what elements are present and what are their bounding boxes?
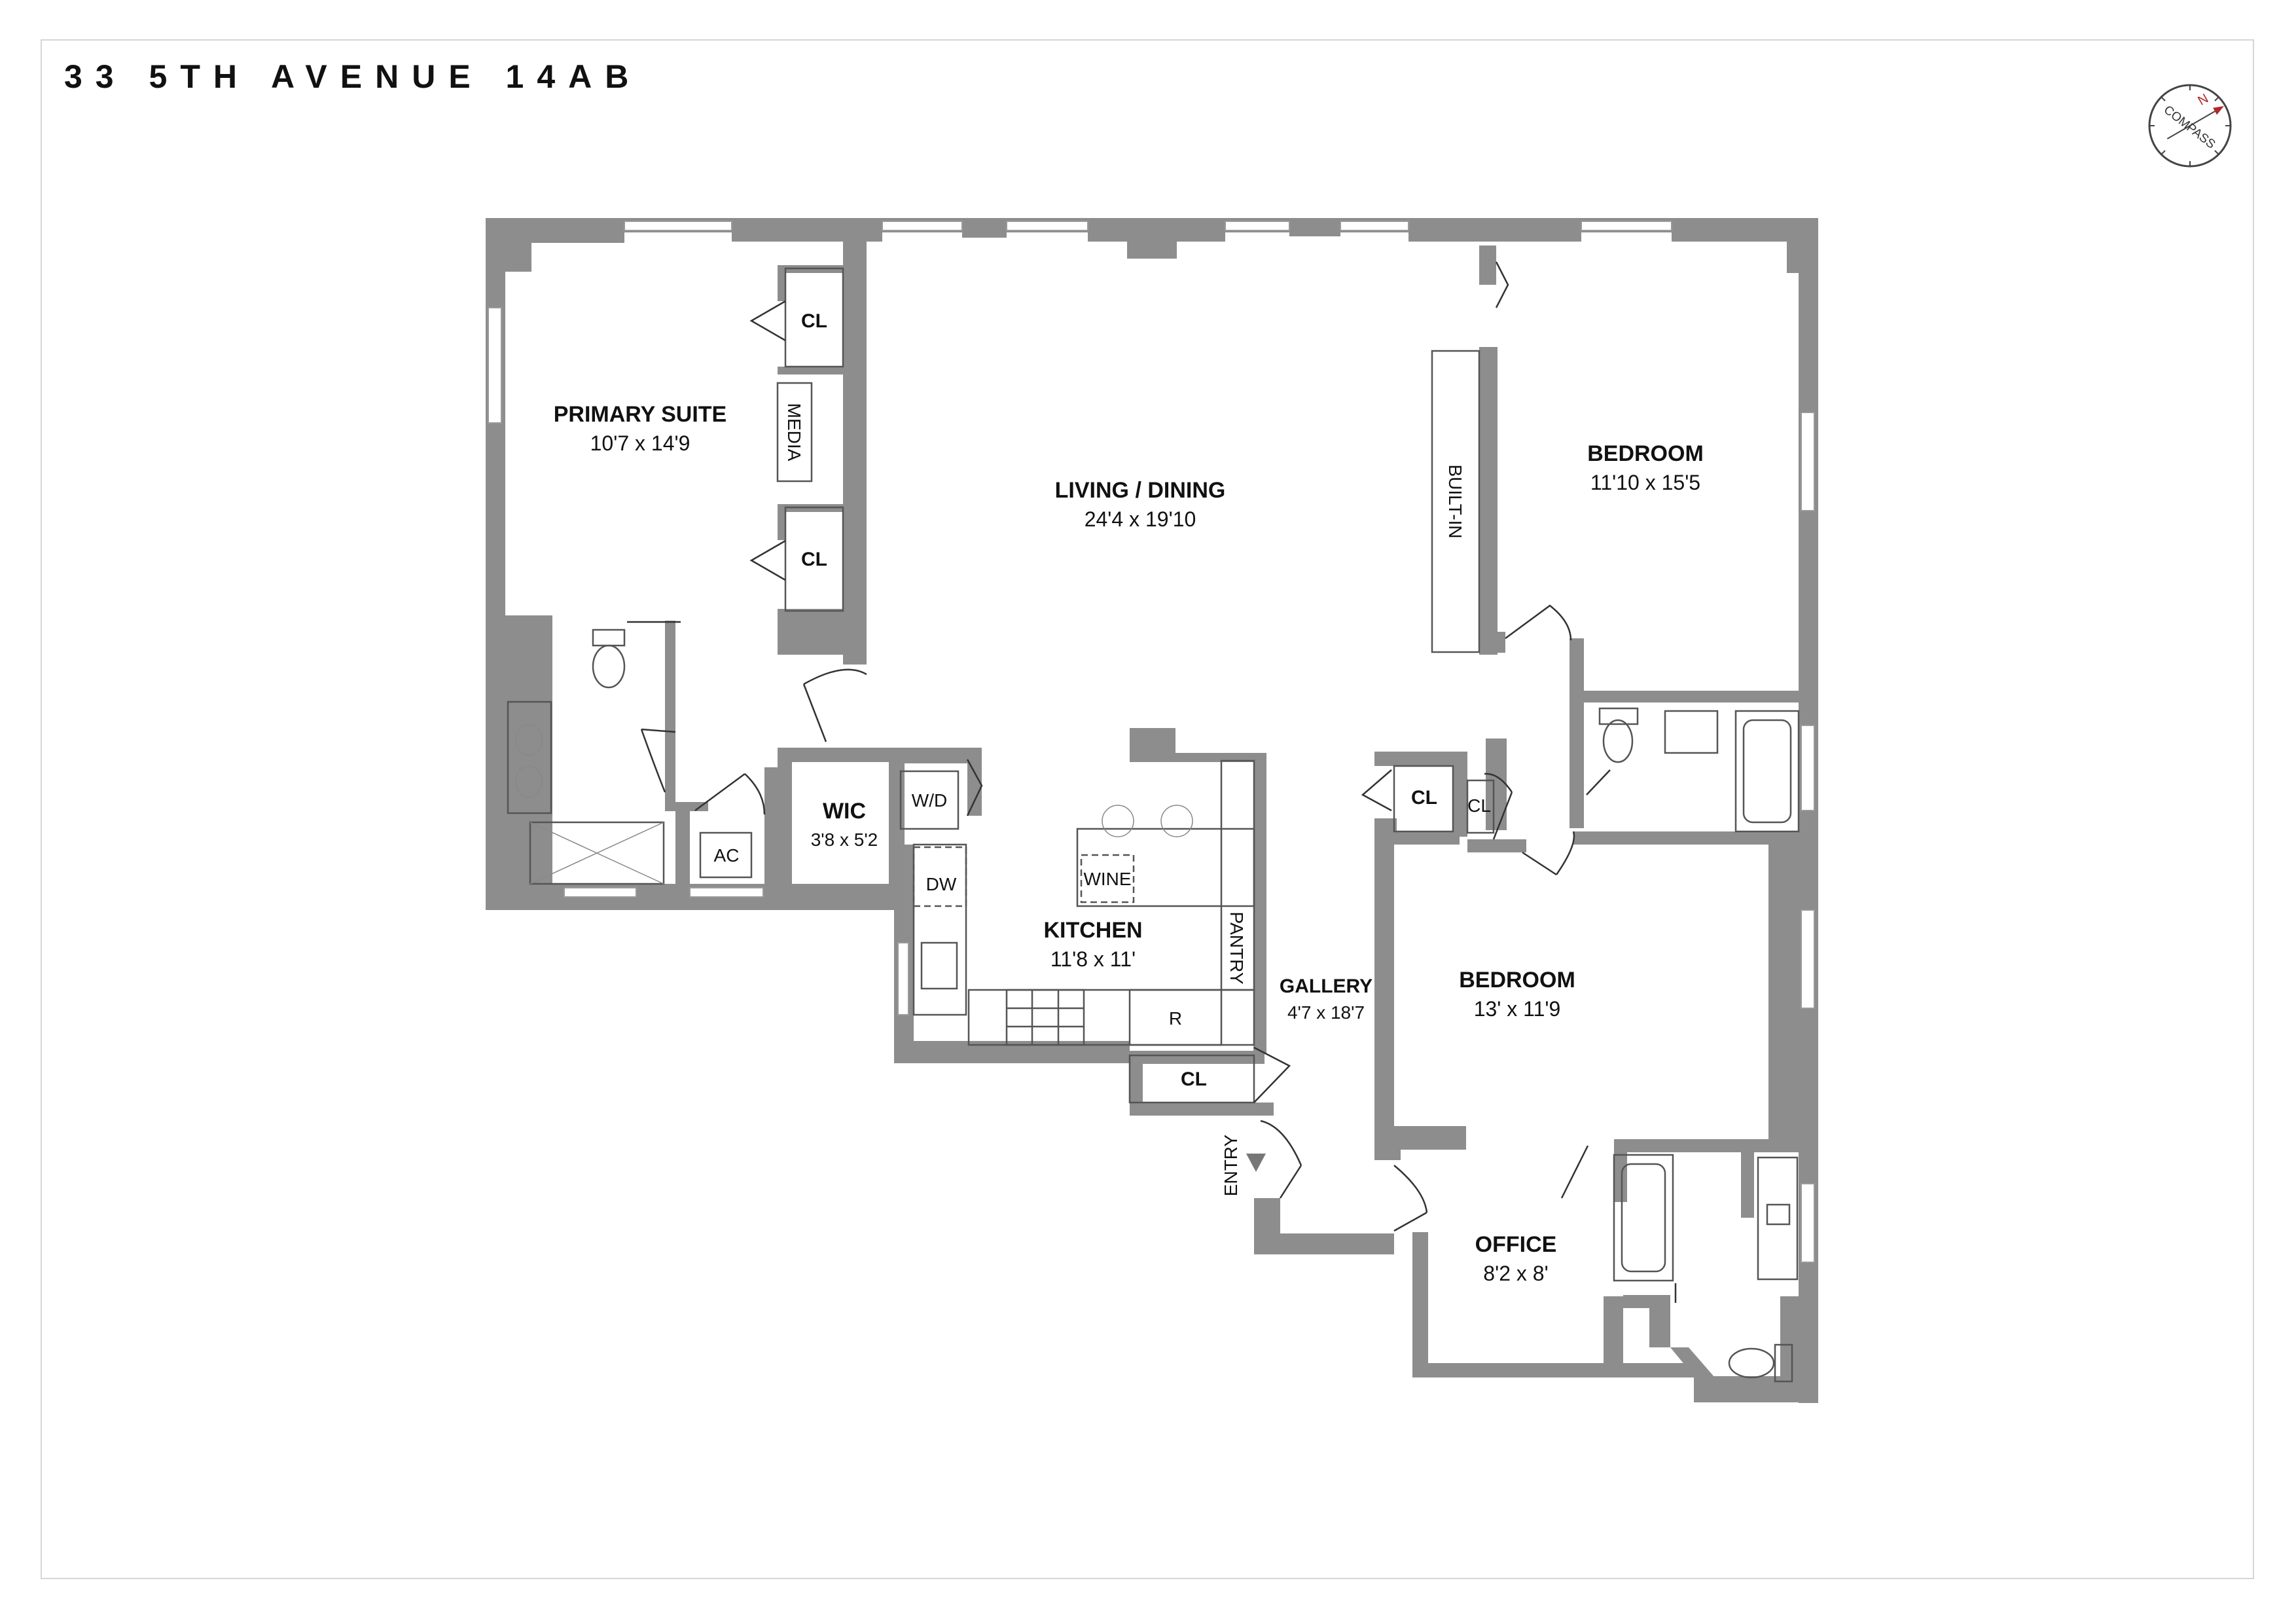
gallery-name: GALLERY: [1280, 976, 1372, 997]
primary-suite-name: PRIMARY SUITE: [554, 402, 726, 427]
bedroom-2-closet-1-label: CL: [1411, 787, 1437, 809]
primary-suite-dims: 10'7 x 14'9: [590, 431, 691, 455]
gallery-closet-label: CL: [1181, 1068, 1207, 1090]
office-dims: 8'2 x 8': [1483, 1262, 1548, 1285]
wic-name: WIC: [823, 799, 866, 824]
bedroom-2-name: BEDROOM: [1459, 968, 1575, 993]
living-dining-name: LIVING / DINING: [1055, 478, 1226, 503]
pantry-label: PANTRY: [1227, 912, 1247, 985]
entry-arrow-icon: [1246, 1154, 1266, 1172]
bedroom-2-closet-2-label: CL: [1467, 795, 1491, 816]
doors: [627, 261, 1677, 1303]
bedroom-1-name: BEDROOM: [1587, 441, 1704, 466]
bedroom-2-dims: 13' x 11'9: [1474, 997, 1561, 1021]
room-labels: PRIMARY SUITE 10'7 x 14'9 LIVING / DININ…: [554, 402, 1704, 1285]
entry-label: ENTRY: [1221, 1134, 1241, 1196]
walls: [486, 218, 1818, 1403]
gallery-dims: 4'7 x 18'7: [1287, 1002, 1365, 1023]
listing-title: 33 5TH AVENUE 14AB: [64, 58, 642, 95]
primary-closet-1-label: CL: [801, 310, 827, 332]
wine-label: WINE: [1083, 869, 1131, 889]
built-in-label: BUILT-IN: [1445, 464, 1465, 538]
living-dining-dims: 24'4 x 19'10: [1085, 507, 1196, 531]
bedroom-1-dims: 11'10 x 15'5: [1590, 471, 1700, 494]
kitchen-name: KITCHEN: [1043, 918, 1142, 943]
fixture-labels: CL CL MEDIA BUILT-IN W/D DW WINE PANTRY …: [714, 310, 1491, 1196]
wic-dims: 3'8 x 5'2: [811, 830, 878, 850]
media-label: MEDIA: [784, 403, 804, 462]
primary-closet-2-label: CL: [801, 549, 827, 570]
dw-label: DW: [926, 874, 957, 894]
page-frame: [41, 39, 2254, 1579]
fixtures: [507, 267, 1800, 1383]
refrigerator-label: R: [1169, 1008, 1182, 1029]
windows: [488, 221, 1815, 1263]
wd-label: W/D: [912, 790, 947, 811]
compass-icon: N COMPASS: [2148, 84, 2232, 168]
ac-label: AC: [714, 845, 740, 866]
kitchen-dims: 11'8 x 11': [1050, 947, 1136, 971]
office-name: OFFICE: [1475, 1232, 1557, 1257]
